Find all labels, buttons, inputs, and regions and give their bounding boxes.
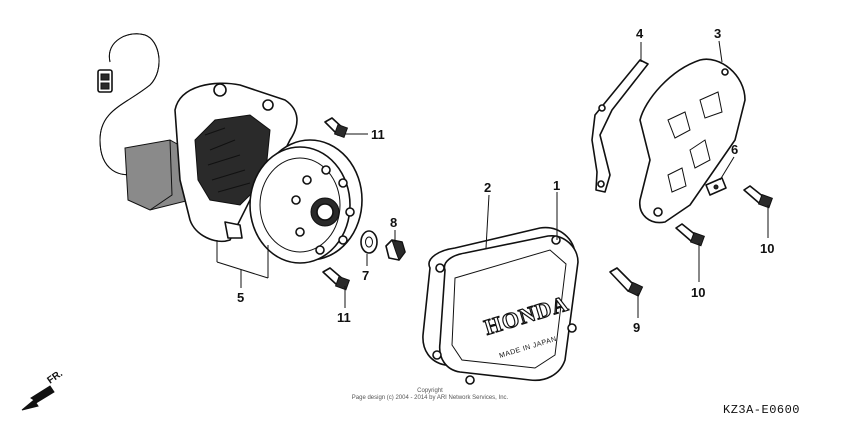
callout-8: 8 xyxy=(390,215,397,230)
nut-8[interactable] xyxy=(385,239,406,262)
washer-7[interactable] xyxy=(360,230,378,254)
bolt-11-lower[interactable] xyxy=(322,267,350,291)
plate-6[interactable] xyxy=(705,177,727,196)
callout-11-lower: 11 xyxy=(337,310,351,325)
callout-3: 3 xyxy=(714,26,721,41)
callout-4: 4 xyxy=(636,26,644,41)
bolt-10-right[interactable] xyxy=(743,185,773,209)
arrow-icon xyxy=(21,385,55,411)
callout-9: 9 xyxy=(633,320,640,335)
bolt-9[interactable] xyxy=(609,267,644,297)
front-direction-arrow: FR. xyxy=(21,368,65,411)
left-crankcase-cover-1[interactable]: HONDA MADE IN JAPAN xyxy=(432,235,579,385)
copyright-line-2: Page design (c) 2004 - 2014 by ARI Netwo… xyxy=(351,395,509,401)
callout-10-right: 10 xyxy=(760,241,774,256)
callout-10-center: 10 xyxy=(691,285,705,300)
diagram-code: KZ3A-E0600 xyxy=(723,403,801,417)
bolt-11-upper[interactable] xyxy=(324,117,349,139)
stator-generator-assembly[interactable] xyxy=(97,33,363,264)
callout-6: 6 xyxy=(731,142,738,157)
callout-5: 5 xyxy=(237,290,244,305)
callout-7: 7 xyxy=(362,268,369,283)
copyright-line-1: Copyright xyxy=(417,388,443,394)
direction-label: FR. xyxy=(45,368,65,386)
leader-lines xyxy=(216,40,769,318)
drive-sprocket-cover-3[interactable] xyxy=(639,58,746,224)
callout-2: 2 xyxy=(484,180,491,195)
bolt-10-center[interactable] xyxy=(675,223,705,247)
bracket-4[interactable] xyxy=(591,59,649,193)
callout-labels: 1 2 3 4 5 6 7 8 9 10 10 11 11 xyxy=(237,26,774,335)
callout-11-upper: 11 xyxy=(371,127,385,142)
callout-1: 1 xyxy=(553,178,560,193)
copyright-notice: Copyright Page design (c) 2004 - 2014 by… xyxy=(300,388,560,402)
